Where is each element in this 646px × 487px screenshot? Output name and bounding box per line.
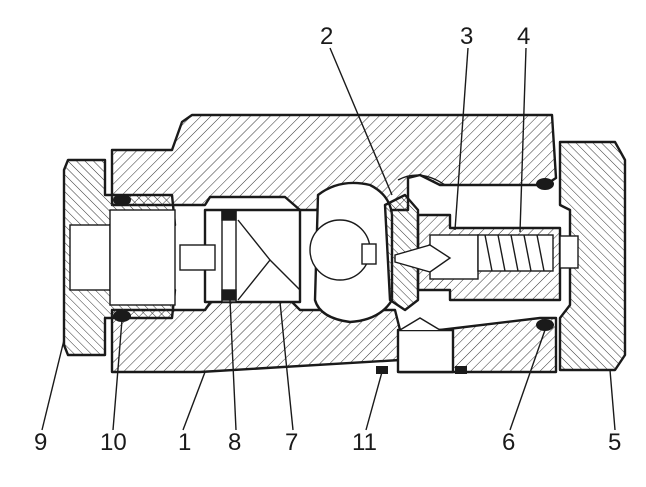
poppet-assembly [394, 213, 579, 302]
lower-port [396, 317, 455, 374]
callout-10: 10 [100, 429, 127, 456]
callout-1: 1 [178, 429, 191, 456]
callout-4: 4 [517, 23, 530, 50]
callout-8: 8 [228, 429, 241, 456]
callout-5: 5 [608, 429, 621, 456]
spool [179, 208, 302, 304]
leader-lines [41, 47, 616, 431]
callout-3: 3 [460, 23, 473, 50]
callout-2: 2 [320, 23, 333, 50]
callout-11: 11 [352, 429, 377, 456]
callout-7: 7 [285, 429, 298, 456]
o-rings [113, 178, 554, 374]
left-fitting [62, 158, 177, 357]
callout-9: 9 [34, 429, 47, 456]
callout-labels: 2 3 4 9 10 1 8 7 11 6 5 [34, 23, 621, 456]
right-end-cap [558, 140, 627, 372]
callout-6: 6 [502, 429, 515, 456]
